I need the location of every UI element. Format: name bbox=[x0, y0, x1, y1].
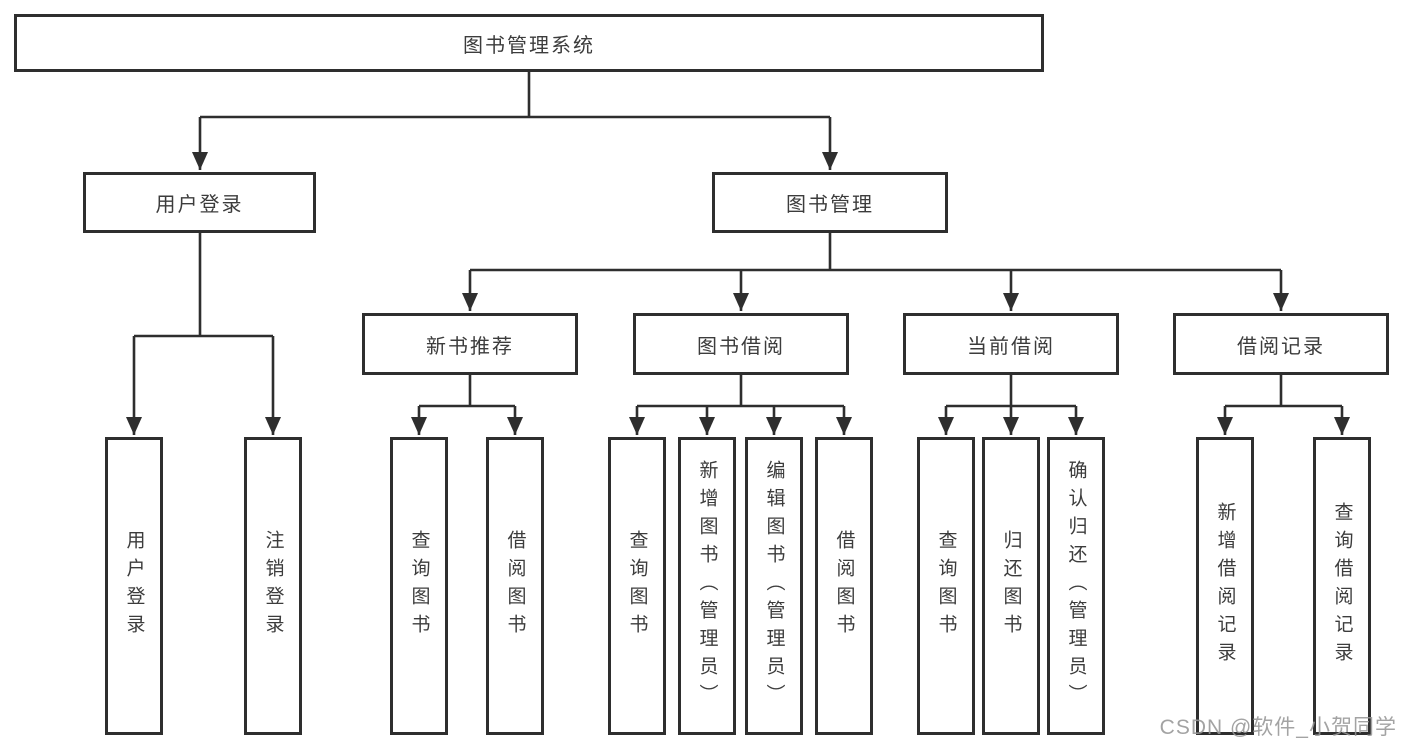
node-book-management: 图书管理 bbox=[712, 172, 948, 233]
node-add-borrow-record: 新增借阅记录 bbox=[1196, 437, 1254, 735]
node-query-borrow-record: 查询借阅记录 bbox=[1313, 437, 1371, 735]
node-return-books: 归还图书 bbox=[982, 437, 1040, 735]
node-current-borrowing-label: 当前借阅 bbox=[967, 335, 1055, 358]
node-borrow-books-borrowing-label: 借阅图书 bbox=[833, 530, 855, 642]
node-borrow-books-recommend: 借阅图书 bbox=[486, 437, 544, 735]
node-book-borrowing: 图书借阅 bbox=[633, 313, 849, 375]
node-query-books-recommend: 查询图书 bbox=[390, 437, 448, 735]
node-logout: 注销登录 bbox=[244, 437, 302, 735]
node-borrowing-records-label: 借阅记录 bbox=[1237, 335, 1325, 358]
node-add-books-admin: 新增图书（管理员） bbox=[678, 437, 736, 735]
node-new-book-recommend-label: 新书推荐 bbox=[426, 335, 514, 358]
node-borrowing-records: 借阅记录 bbox=[1173, 313, 1389, 375]
node-user-login: 用户登录 bbox=[83, 172, 316, 233]
node-confirm-return-admin: 确认归还（管理员） bbox=[1047, 437, 1105, 735]
csdn-watermark: CSDN @软件_小贺同学 bbox=[1159, 716, 1397, 739]
node-borrow-books-borrowing: 借阅图书 bbox=[815, 437, 873, 735]
node-current-borrowing: 当前借阅 bbox=[903, 313, 1119, 375]
node-edit-books-admin: 编辑图书（管理员） bbox=[745, 437, 803, 735]
node-new-book-recommend: 新书推荐 bbox=[362, 313, 578, 375]
node-query-books-recommend-label: 查询图书 bbox=[408, 530, 430, 642]
node-edit-books-admin-label: 编辑图书（管理员） bbox=[763, 460, 785, 712]
node-book-borrowing-label: 图书借阅 bbox=[697, 335, 785, 358]
node-add-books-admin-label: 新增图书（管理员） bbox=[696, 460, 718, 712]
node-library-system: 图书管理系统 bbox=[14, 14, 1044, 72]
node-user-login-label: 用户登录 bbox=[155, 194, 244, 216]
node-query-books-current: 查询图书 bbox=[917, 437, 975, 735]
node-user-login-leaf: 用户登录 bbox=[105, 437, 163, 735]
node-confirm-return-admin-label: 确认归还（管理员） bbox=[1065, 460, 1087, 712]
node-user-login-leaf-label: 用户登录 bbox=[123, 530, 145, 642]
node-query-books-borrowing-label: 查询图书 bbox=[626, 530, 648, 642]
node-return-books-label: 归还图书 bbox=[1000, 530, 1022, 642]
node-logout-label: 注销登录 bbox=[262, 530, 284, 642]
node-book-management-label: 图书管理 bbox=[786, 194, 874, 216]
node-library-system-label: 图书管理系统 bbox=[463, 34, 595, 57]
node-query-books-borrowing: 查询图书 bbox=[608, 437, 666, 735]
node-add-borrow-record-label: 新增借阅记录 bbox=[1214, 502, 1236, 670]
node-query-books-current-label: 查询图书 bbox=[935, 530, 957, 642]
node-query-borrow-record-label: 查询借阅记录 bbox=[1331, 502, 1353, 670]
node-borrow-books-recommend-label: 借阅图书 bbox=[504, 530, 526, 642]
